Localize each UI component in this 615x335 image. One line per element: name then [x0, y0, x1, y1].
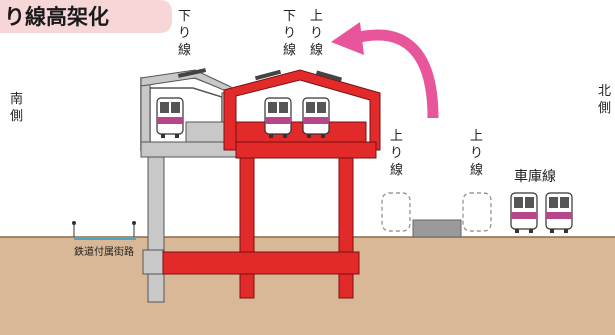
- up-line-ground-label-1: 上: [390, 129, 403, 144]
- title-badge: り線高架化: [0, 0, 172, 33]
- page-title: り線高架化: [4, 5, 109, 29]
- shift-arrow-head: [331, 22, 364, 55]
- up-line-label-a3: 線: [310, 42, 323, 58]
- frontage-road: [72, 221, 136, 240]
- train-down-existing: [156, 97, 184, 138]
- down-line-label-2: り: [178, 26, 191, 41]
- up-line-ground-label-3: 線: [390, 162, 403, 178]
- south-label-1: 南: [10, 91, 23, 107]
- up-line-label-a1: 上: [310, 9, 323, 24]
- up-line-ground-label-2: り: [390, 146, 403, 161]
- depot-train-1: [510, 192, 538, 233]
- removed-track-outline-2: [462, 192, 492, 232]
- up-line-ground-label-b2: り: [470, 146, 483, 161]
- north-label-2: 側: [598, 101, 611, 116]
- depot-train-2: [545, 192, 573, 233]
- south-label-2: 側: [10, 109, 23, 124]
- down-line-label-1: 下: [178, 9, 191, 24]
- train-down-new: [264, 97, 292, 138]
- north-label-1: 北: [598, 84, 611, 99]
- down-line-label-b1: 下: [283, 9, 296, 24]
- depot-line-label: 車庫線: [514, 168, 556, 185]
- down-line-label-b2: り: [283, 26, 296, 41]
- up-line-ground-label-b3: 線: [470, 162, 483, 178]
- down-line-label-b3: 線: [283, 42, 296, 58]
- frontage-road-label: 鉄道付属街路: [74, 245, 134, 258]
- down-line-label-3: 線: [178, 42, 191, 58]
- up-line-label-a2: り: [310, 26, 323, 41]
- train-up-new: [302, 97, 330, 138]
- existing-viaduct: [140, 69, 239, 303]
- ground-platform: [412, 219, 462, 238]
- shift-arrow: [353, 29, 439, 119]
- removed-track-outline-1: [381, 192, 411, 232]
- up-line-ground-label-b1: 上: [470, 129, 483, 144]
